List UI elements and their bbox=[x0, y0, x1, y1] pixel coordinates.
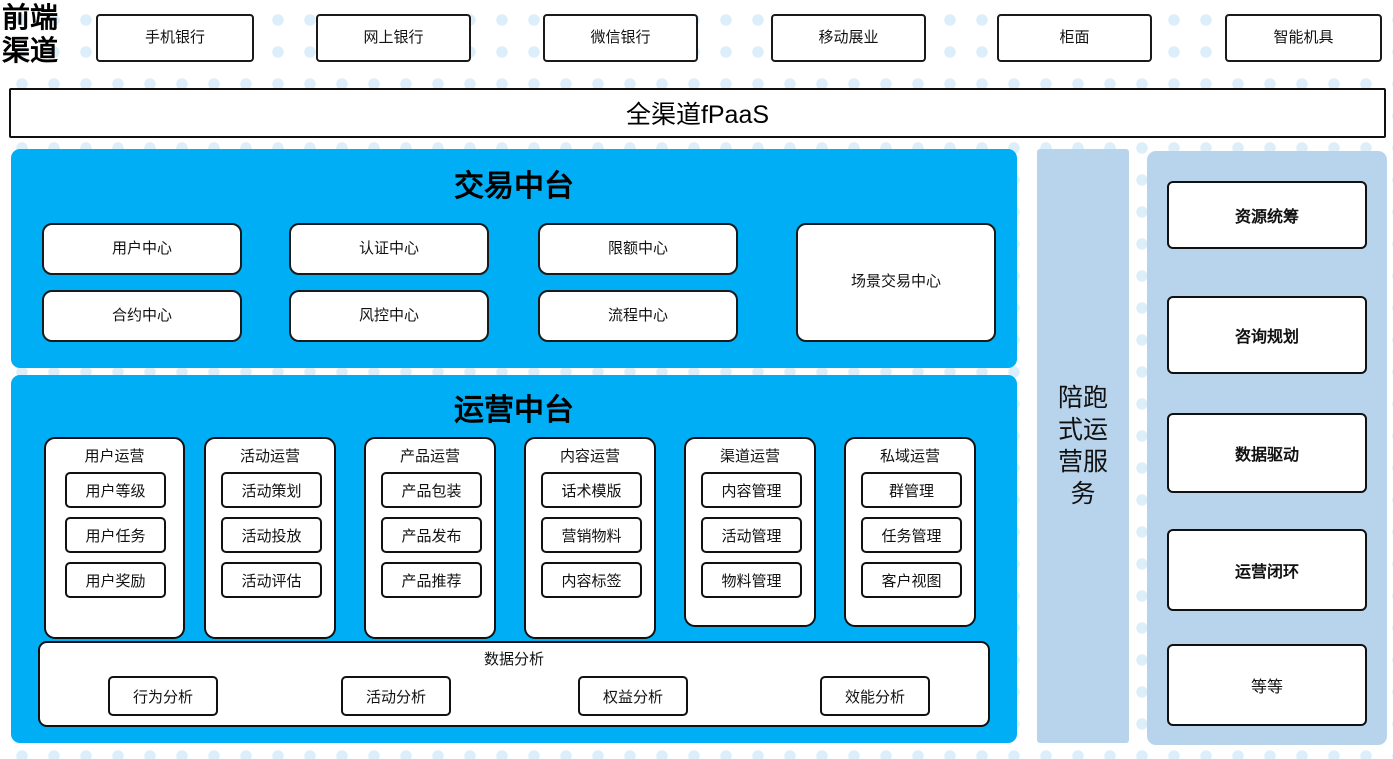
trade-box-user-center[interactable]: 用户中心 bbox=[42, 223, 242, 275]
ops-item-script-template[interactable]: 话术模版 bbox=[541, 472, 642, 508]
trade-center-panel: 交易中台 用户中心 认证中心 限额中心 合约中心 风控中心 流程中心 场景交易中… bbox=[11, 149, 1017, 368]
ops-item-product-recommend[interactable]: 产品推荐 bbox=[381, 562, 482, 598]
service-item-ops-closed-loop[interactable]: 运营闭环 bbox=[1167, 529, 1367, 611]
channel-box-counter[interactable]: 柜面 bbox=[997, 14, 1152, 62]
ops-group-title-product: 产品运营 bbox=[399, 448, 460, 465]
ops-group-activity: 活动运营 活动策划 活动投放 活动评估 bbox=[204, 437, 336, 639]
data-analysis-card: 数据分析 行为分析 活动分析 权益分析 效能分析 bbox=[38, 641, 990, 727]
ops-group-private-domain: 私域运营 群管理 任务管理 客户视图 bbox=[844, 437, 976, 627]
ops-group-content: 内容运营 话术模版 营销物料 内容标签 bbox=[524, 437, 656, 639]
ops-item-marketing-material[interactable]: 营销物料 bbox=[541, 517, 642, 553]
trade-box-risk-center[interactable]: 风控中心 bbox=[289, 290, 489, 342]
trade-box-limit-center[interactable]: 限额中心 bbox=[538, 223, 738, 275]
channel-box-online-bank[interactable]: 网上银行 bbox=[316, 14, 471, 62]
ops-group-title-user: 用户运营 bbox=[84, 448, 145, 465]
ops-item-activity-launch[interactable]: 活动投放 bbox=[221, 517, 322, 553]
ops-item-activity-eval[interactable]: 活动评估 bbox=[221, 562, 322, 598]
ops-group-channel: 渠道运营 内容管理 活动管理 物料管理 bbox=[684, 437, 816, 627]
service-item-resource-coordination[interactable]: 资源统筹 bbox=[1167, 181, 1367, 249]
ops-item-group-manage[interactable]: 群管理 bbox=[861, 472, 962, 508]
ops-group-title-activity: 活动运营 bbox=[239, 448, 300, 465]
ops-item-content-manage[interactable]: 内容管理 bbox=[701, 472, 802, 508]
trade-box-scenario-center[interactable]: 场景交易中心 bbox=[796, 223, 996, 342]
ops-item-activity-plan[interactable]: 活动策划 bbox=[221, 472, 322, 508]
trade-box-contract-center[interactable]: 合约中心 bbox=[42, 290, 242, 342]
ops-item-task-manage[interactable]: 任务管理 bbox=[861, 517, 962, 553]
channel-box-mobile-business[interactable]: 移动展业 bbox=[771, 14, 926, 62]
trade-box-auth-center[interactable]: 认证中心 bbox=[289, 223, 489, 275]
ops-item-activity-manage[interactable]: 活动管理 bbox=[701, 517, 802, 553]
channel-box-wechat-bank[interactable]: 微信银行 bbox=[543, 14, 698, 62]
ops-group-title-channel: 渠道运营 bbox=[719, 448, 780, 465]
ops-item-user-task[interactable]: 用户任务 bbox=[65, 517, 166, 553]
ops-group-title-content: 内容运营 bbox=[559, 448, 620, 465]
ops-item-material-manage[interactable]: 物料管理 bbox=[701, 562, 802, 598]
front-channel-label: 前端 渠道 bbox=[2, 2, 80, 68]
data-analysis-title: 数据分析 bbox=[483, 651, 544, 668]
escort-service-label: 陪跑式运营服务 bbox=[1057, 384, 1108, 508]
ops-center-title: 运营中台 bbox=[454, 394, 574, 427]
ops-item-user-level[interactable]: 用户等级 bbox=[65, 472, 166, 508]
service-capability-panel: 资源统筹 咨询规划 数据驱动 运营闭环 等等 bbox=[1147, 151, 1387, 745]
ops-group-title-private-domain: 私域运营 bbox=[879, 448, 940, 465]
escort-service-column: 陪跑式运营服务 bbox=[1037, 149, 1129, 743]
service-item-etc[interactable]: 等等 bbox=[1167, 644, 1367, 726]
analysis-item-activity[interactable]: 活动分析 bbox=[341, 676, 451, 716]
analysis-item-efficiency[interactable]: 效能分析 bbox=[820, 676, 930, 716]
ops-item-product-package[interactable]: 产品包装 bbox=[381, 472, 482, 508]
channel-box-smart-machine[interactable]: 智能机具 bbox=[1225, 14, 1382, 62]
fpaas-bar[interactable]: 全渠道fPaaS bbox=[9, 88, 1386, 138]
ops-item-product-release[interactable]: 产品发布 bbox=[381, 517, 482, 553]
analysis-item-behavior[interactable]: 行为分析 bbox=[108, 676, 218, 716]
trade-center-title: 交易中台 bbox=[454, 170, 574, 203]
ops-item-content-tag[interactable]: 内容标签 bbox=[541, 562, 642, 598]
ops-group-user: 用户运营 用户等级 用户任务 用户奖励 bbox=[44, 437, 185, 639]
ops-group-product: 产品运营 产品包装 产品发布 产品推荐 bbox=[364, 437, 496, 639]
service-item-consulting-planning[interactable]: 咨询规划 bbox=[1167, 296, 1367, 374]
ops-item-user-reward[interactable]: 用户奖励 bbox=[65, 562, 166, 598]
service-item-data-driven[interactable]: 数据驱动 bbox=[1167, 413, 1367, 493]
analysis-item-rights[interactable]: 权益分析 bbox=[578, 676, 688, 716]
front-channel-label-line1: 前端 bbox=[2, 3, 59, 34]
channel-box-mobile-bank[interactable]: 手机银行 bbox=[96, 14, 254, 62]
trade-box-process-center[interactable]: 流程中心 bbox=[538, 290, 738, 342]
ops-item-customer-view[interactable]: 客户视图 bbox=[861, 562, 962, 598]
front-channel-label-line2: 渠道 bbox=[2, 36, 59, 67]
